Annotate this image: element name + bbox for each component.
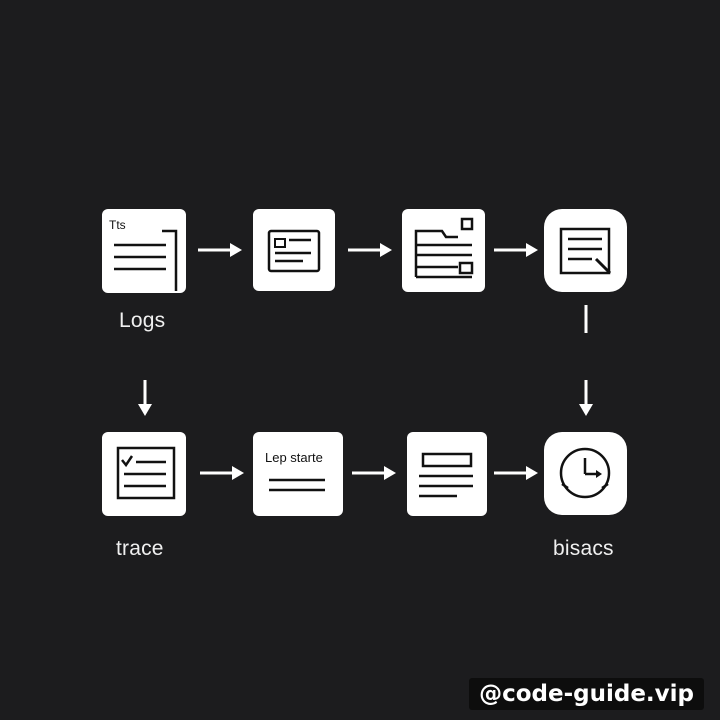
label-logs: Logs [119,309,166,332]
checklist-icon [116,446,176,500]
arrow-right-4 [200,466,244,480]
label-trace: trace [116,537,164,560]
arrow-down-left [138,380,152,416]
document-lines-icon [114,229,178,291]
form-icon [419,452,473,498]
arrow-right-1 [198,243,242,257]
watermark: @code-guide.vip [469,678,704,710]
node-checklist [102,432,186,516]
node-id-card [253,209,335,291]
arrow-right-3 [494,243,538,257]
text-lines-icon [269,478,325,492]
node-logs-text: Tts [109,218,126,232]
node-clock [544,432,627,515]
label-bisacs: bisacs [553,537,614,560]
arrow-down-right [579,380,593,416]
node-edit-document [544,209,627,292]
edit-document-icon [559,227,612,275]
arrow-right-6 [494,466,538,480]
node-logs-document: Tts [102,209,186,293]
id-card-icon [267,229,321,273]
clock-icon [559,447,611,499]
folder-icon [414,217,474,279]
node-lep-starte-text: Lep starte [265,450,323,465]
arrow-right-5 [352,466,396,480]
connector-line [584,305,588,333]
node-form [407,432,487,516]
node-folder [402,209,485,292]
node-lep-starte: Lep starte [253,432,343,516]
arrow-right-2 [348,243,392,257]
